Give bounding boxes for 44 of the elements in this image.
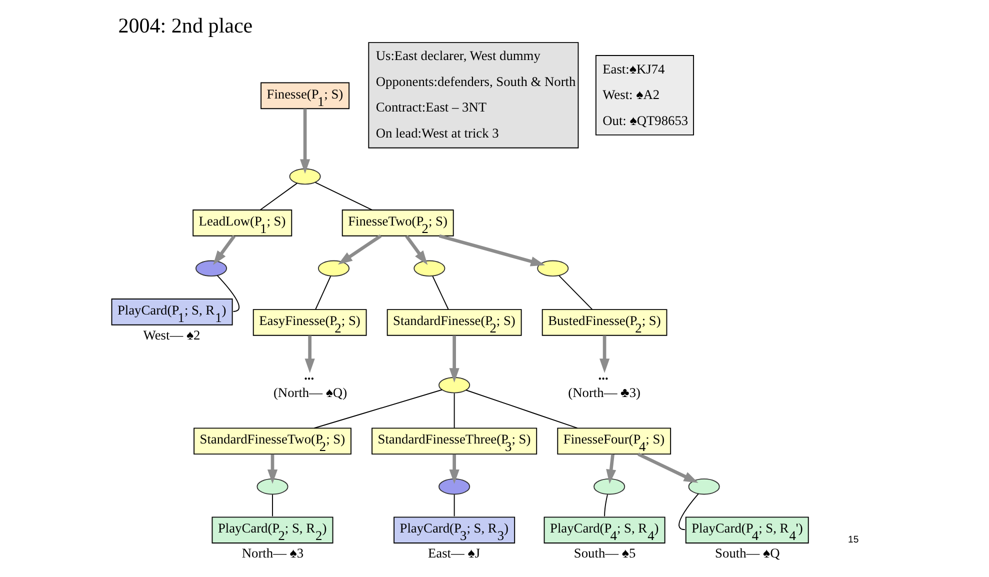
- node-ellipse: [195, 260, 228, 277]
- node-label: West— ♠2: [143, 327, 200, 342]
- node-ellipse: [414, 260, 446, 277]
- connector: [314, 389, 443, 429]
- arrow: [405, 235, 428, 265]
- arrow: [267, 454, 278, 484]
- node-label: East— ♠J: [428, 546, 480, 561]
- node-ellipse: [438, 478, 470, 495]
- connector: [315, 276, 332, 310]
- node-ellipse: [318, 260, 350, 277]
- arrow: [304, 336, 315, 373]
- node-label: South— ♠Q: [715, 546, 780, 561]
- node-label: South— ♠5: [574, 546, 636, 561]
- arrow: [600, 336, 610, 373]
- arrow: [449, 336, 460, 383]
- connector: [432, 276, 449, 310]
- node-label: North— ♠3: [242, 546, 304, 561]
- node-ellipse: [594, 478, 626, 495]
- node-ellipse: [537, 260, 569, 277]
- connector: [216, 275, 240, 312]
- connector: [314, 182, 373, 210]
- node-text: ... (North— ♣3): [568, 368, 640, 400]
- arrow: [213, 235, 236, 265]
- connector: [678, 493, 699, 530]
- label: 15: [848, 534, 859, 546]
- node-ellipse: [438, 377, 470, 394]
- connector: [272, 494, 273, 517]
- arrow: [606, 454, 616, 484]
- arrow: [438, 234, 546, 266]
- node-ellipse: [289, 168, 321, 185]
- node-text: ... (North— ♠Q): [273, 368, 348, 400]
- node-ellipse: [256, 478, 288, 495]
- arrow: [300, 108, 310, 174]
- node-ellipse: [688, 478, 720, 495]
- diagram-title: 2004: 2nd place: [118, 14, 253, 38]
- connector: [260, 182, 298, 210]
- connector: [604, 494, 608, 517]
- connector: [454, 392, 455, 428]
- connector: [454, 494, 455, 517]
- connector: [466, 390, 578, 429]
- arrow: [338, 234, 382, 265]
- arrow: [449, 454, 460, 484]
- connector: [558, 275, 593, 310]
- arrow: [638, 452, 698, 483]
